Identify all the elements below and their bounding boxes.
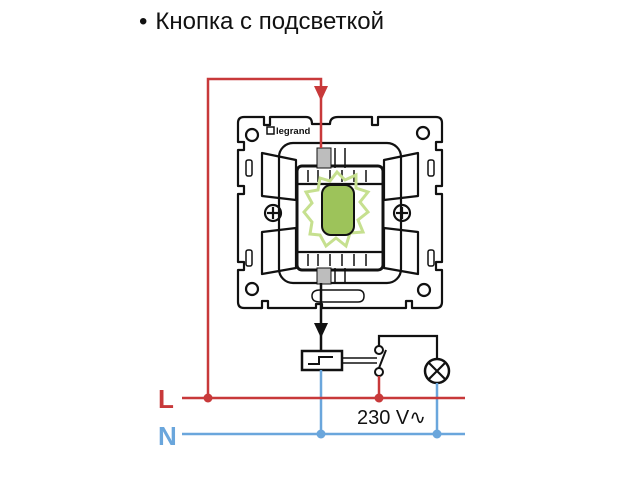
diagram-title: • Кнопка с подсветкой [139, 8, 384, 36]
backlight-indicator [321, 184, 355, 236]
relay-contact [374, 334, 439, 377]
terminal-strip-top [316, 147, 332, 169]
title-text: Кнопка с подсветкой [155, 8, 385, 35]
voltage-label: 230 V∿ [357, 407, 427, 429]
line-L-feed-wire [206, 77, 323, 398]
arrow-down-black-icon [314, 323, 328, 338]
line-N-label: N [158, 421, 177, 451]
junction-dot [316, 429, 326, 439]
bullet: • [139, 8, 148, 35]
line-L-label: L [158, 384, 174, 414]
impulse-relay-coil [300, 349, 377, 372]
legrand-logo: legrand [266, 126, 311, 137]
terminal-strip-bottom [316, 267, 332, 285]
arrow-down-red-icon [314, 86, 328, 101]
junction-dot [203, 393, 213, 403]
junction-dot [432, 429, 442, 439]
junction-dot [374, 393, 384, 403]
svg-text:legrand: legrand [276, 126, 311, 137]
switch-mechanism [236, 115, 444, 310]
backlight-glow [302, 169, 371, 249]
lamp-icon [423, 357, 451, 385]
